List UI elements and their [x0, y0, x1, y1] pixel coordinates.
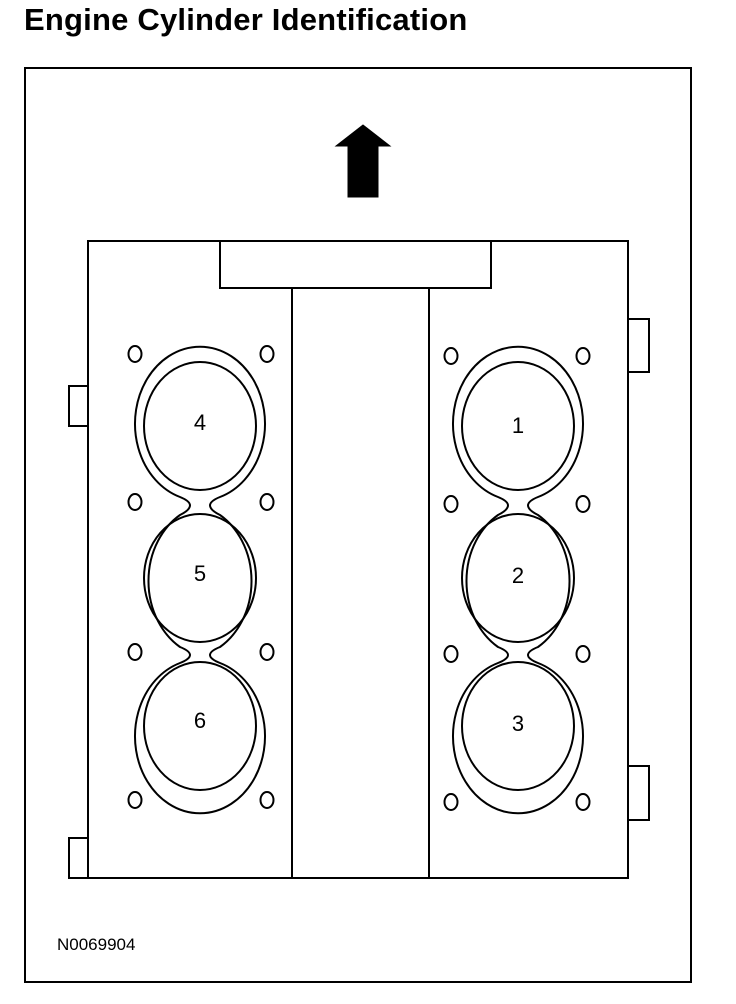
cylinder-label-5: 5 — [194, 561, 206, 586]
diagram-frame — [24, 67, 692, 983]
cylinder-bore-6 — [143, 661, 257, 791]
bolt-hole — [443, 793, 459, 811]
cylinder-label-3: 3 — [512, 711, 524, 736]
bolt-hole — [443, 495, 459, 513]
head-gasket-right — [452, 345, 584, 815]
cylinder-bank-left — [127, 345, 275, 815]
bolt-hole — [259, 643, 275, 661]
block-tab-left-upper — [68, 385, 89, 427]
bolt-hole — [443, 347, 459, 365]
bolt-hole — [575, 495, 591, 513]
bolt-hole — [575, 793, 591, 811]
bolt-hole — [575, 645, 591, 663]
cylinder-label-1: 1 — [512, 413, 524, 438]
bolt-hole — [575, 347, 591, 365]
block-tab-right-upper — [627, 318, 650, 373]
block-tab-right-lower — [627, 765, 650, 821]
bolt-hole — [259, 345, 275, 363]
bolt-hole — [443, 645, 459, 663]
figure-id: N0069904 — [57, 935, 135, 954]
bolt-hole — [127, 345, 143, 363]
engine-valley — [291, 287, 430, 879]
engine-block-outline — [87, 240, 629, 879]
cylinder-bore-2 — [461, 513, 575, 643]
head-gasket-left — [134, 345, 266, 815]
bolt-hole — [127, 493, 143, 511]
cylinder-bore-4 — [143, 361, 257, 491]
up-arrow-icon — [334, 124, 392, 198]
front-cover — [219, 240, 492, 289]
bolt-hole — [127, 643, 143, 661]
block-tab-left-lower — [68, 837, 89, 879]
cylinder-label-2: 2 — [512, 563, 524, 588]
cylinder-bore-5 — [143, 513, 257, 643]
bolt-hole — [259, 493, 275, 511]
cylinder-label-6: 6 — [194, 708, 206, 733]
cylinder-label-4: 4 — [194, 410, 206, 435]
cylinder-bore-1 — [461, 361, 575, 491]
cylinder-bank-right — [443, 345, 591, 815]
bolt-hole — [259, 791, 275, 809]
cylinder-bore-3 — [461, 661, 575, 791]
bolt-hole — [127, 791, 143, 809]
page-title: Engine Cylinder Identification — [24, 2, 468, 37]
